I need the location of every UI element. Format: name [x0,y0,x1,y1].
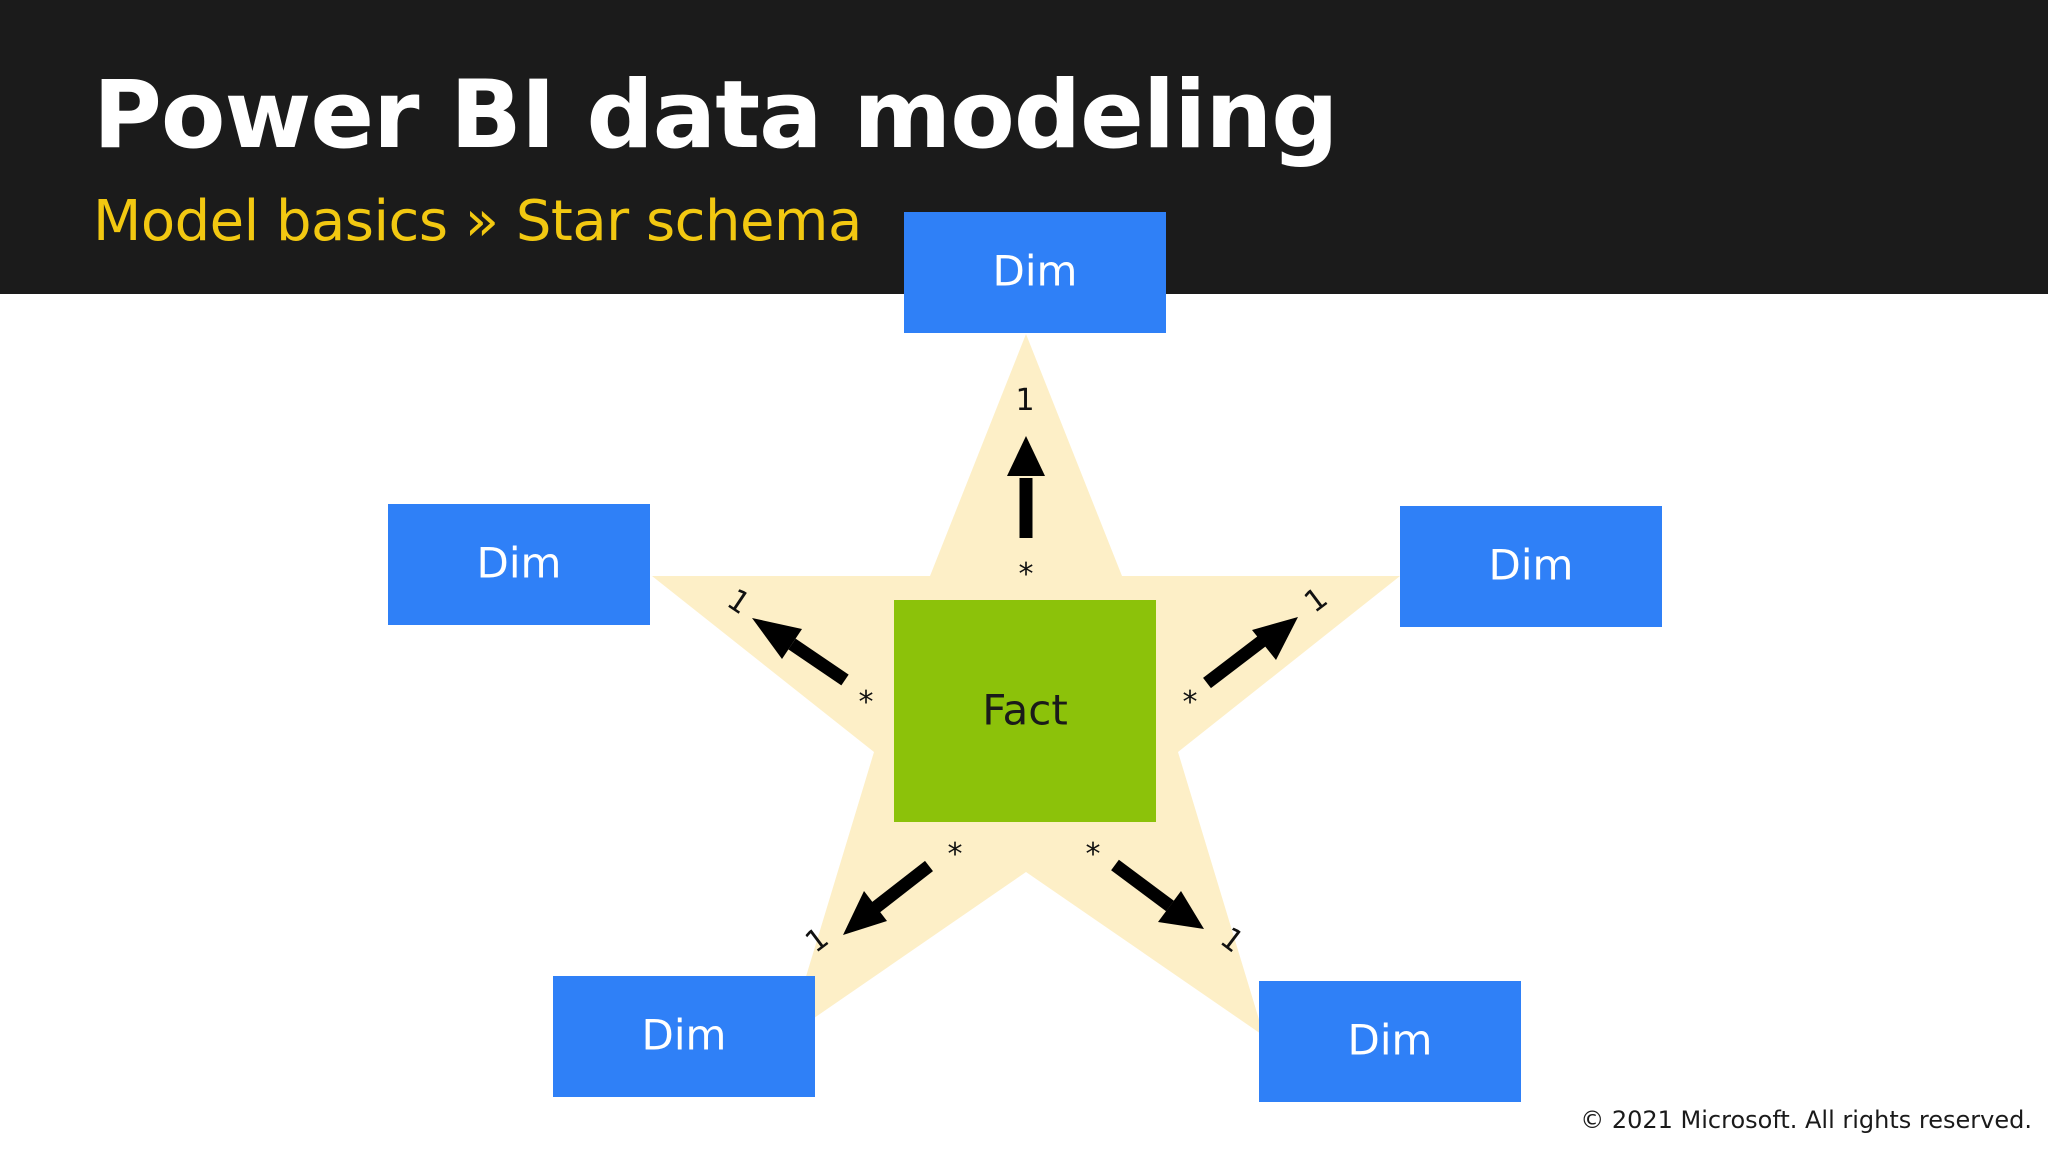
relationship-arrow-bottom-left [843,860,933,935]
fact-table-label: Fact [982,686,1068,735]
cardinality-many-right: * [1183,685,1198,720]
dimension-box-left[interactable] [388,504,650,625]
dimension-box-bottom-left[interactable] [553,976,815,1097]
dimension-label-left: Dim [477,539,562,588]
cardinality-many-bottom-right: * [1086,837,1101,872]
dimension-box-top[interactable] [904,212,1166,333]
cardinality-many-bottom-left: * [948,837,963,872]
cardinality-one-top: 1 [1015,383,1034,418]
dimension-box-bottom-right[interactable] [1259,981,1521,1102]
cardinality-many-top: * [1019,557,1034,592]
dimension-label-bottom-right: Dim [1348,1016,1433,1065]
relationship-arrow-right [1203,617,1298,689]
slide-title: Power BI data modeling [93,61,1339,170]
dimension-label-right: Dim [1489,541,1574,590]
slide-subtitle: Model basics » Star schema [93,189,862,254]
dimension-label-bottom-left: Dim [642,1011,727,1060]
relationship-arrow-left [752,618,849,686]
cardinality-many-left: * [859,685,874,720]
dimension-box-right[interactable] [1400,506,1662,627]
dimension-label-top: Dim [993,247,1078,296]
relationship-arrow-bottom-right [1111,859,1204,929]
fact-table-box[interactable] [894,600,1156,822]
relationship-arrow-top [1007,436,1045,538]
copyright-notice: © 2021 Microsoft. All rights reserved. [1580,1106,2032,1134]
